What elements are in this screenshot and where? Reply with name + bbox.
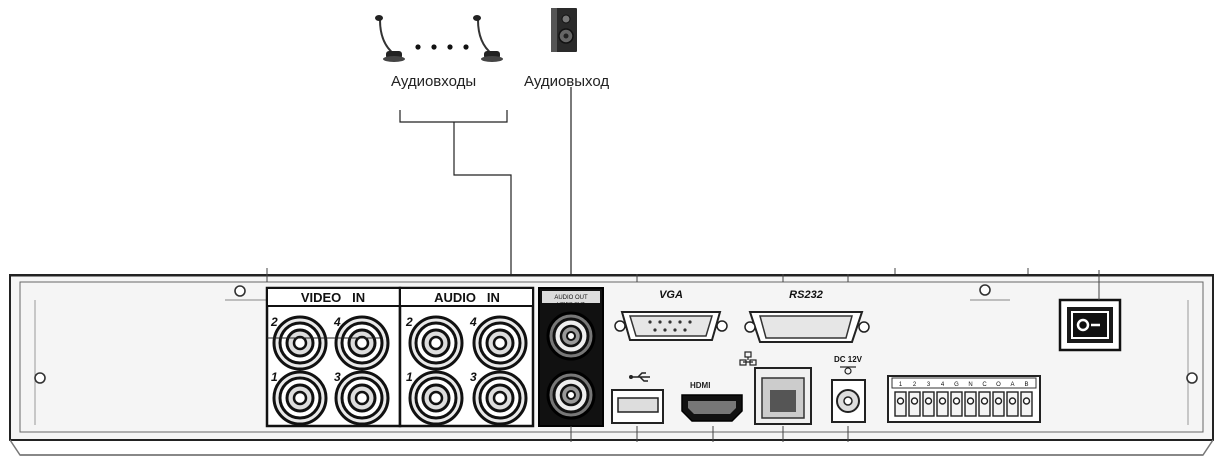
video-jack-num-3: 3	[334, 370, 341, 384]
video-in-label: VIDEO IN	[301, 290, 365, 305]
usb-port	[611, 372, 664, 424]
video-in-block	[265, 286, 402, 428]
terminal-screw	[952, 397, 961, 405]
audio-jack-num-4: 4	[469, 315, 477, 329]
audio-in-block	[398, 286, 535, 428]
terminal-label: G	[954, 382, 959, 388]
rs232-port	[744, 311, 870, 343]
audio-in-label: AUDIO IN	[434, 290, 500, 305]
lan-port	[739, 351, 812, 425]
video-jack-num-4: 4	[333, 315, 341, 329]
svg-text:HDMI: HDMI	[690, 381, 710, 390]
terminal-label: A	[1010, 382, 1014, 388]
ellipsis-dots	[415, 44, 469, 50]
terminal-screw	[896, 397, 905, 405]
terminal-label: 1	[899, 382, 903, 388]
audio-out-bottom-label: VIDEO OUT	[557, 302, 585, 308]
terminal-screw	[966, 397, 975, 405]
microphone-right-icon	[472, 14, 504, 63]
vga-port	[614, 311, 728, 341]
terminal-screw	[938, 397, 947, 405]
terminal-label: 2	[913, 382, 917, 388]
terminal-screw	[994, 397, 1003, 405]
audio-out-block	[538, 287, 604, 427]
terminal-screw	[924, 397, 933, 405]
audio-output-label: Аудиовыход	[524, 73, 610, 90]
terminal-label: C	[982, 382, 987, 388]
audio-jack-num-1: 1	[406, 370, 413, 384]
audio-jack-num-2: 2	[405, 315, 413, 329]
terminal-screw	[980, 397, 989, 405]
dc-power-jack	[831, 366, 866, 423]
terminal-label: 3	[927, 382, 931, 388]
terminal-screw	[1008, 397, 1017, 405]
power-switch	[1058, 298, 1122, 352]
hdmi-port: HDMI	[681, 381, 743, 422]
speaker-icon	[551, 8, 577, 52]
video-jack-num-2: 2	[270, 315, 278, 329]
audio-jack-num-3: 3	[470, 370, 477, 384]
microphone-left-icon	[374, 14, 406, 63]
alarm-terminal-block: 1 2 3 4 G N C O A B	[887, 375, 1041, 423]
usb-icon	[629, 375, 633, 379]
dvr-rear-panel	[9, 274, 1214, 456]
terminal-screw	[1022, 397, 1031, 405]
rs232-label: RS232	[789, 289, 823, 301]
guide-lines	[266, 268, 1100, 442]
terminal-screw	[910, 397, 919, 405]
vga-label: VGA	[659, 289, 683, 301]
video-jack-num-1: 1	[271, 370, 278, 384]
terminal-label: 4	[941, 382, 945, 388]
audio-inputs-label: Аудиовходы	[391, 73, 477, 90]
audio-out-top-label: AUDIO OUT	[554, 295, 588, 301]
terminal-label: O	[996, 382, 1001, 388]
dc12v-label: DC 12V	[834, 355, 863, 364]
terminal-label: N	[968, 382, 972, 388]
terminal-label: B	[1024, 382, 1028, 388]
